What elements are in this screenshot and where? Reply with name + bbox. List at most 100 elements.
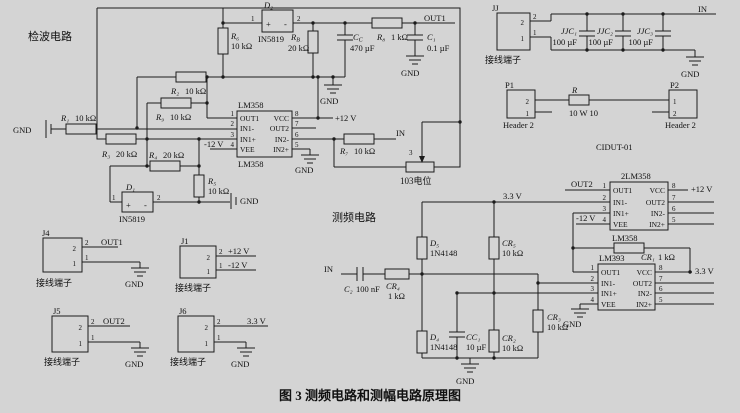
d4-part: 1N4148 (430, 342, 457, 352)
r3-value: 20 kΩ (116, 149, 137, 159)
resistor-r4-body (149, 160, 181, 172)
cr3-ref: CR₃ (547, 312, 561, 322)
section-freq-label: 测频电路 (332, 210, 376, 224)
cr2-ref: CR₂ (502, 333, 516, 343)
wires-freq-circuit (341, 201, 610, 364)
net-minus12: -12 V (576, 213, 596, 223)
d5-part: 1N4148 (430, 248, 457, 258)
resistor-r1-body (65, 123, 97, 135)
jjc2-value: 100 µF (589, 37, 614, 47)
connector-j6-body (177, 315, 215, 353)
jj-name: JJ (492, 3, 499, 13)
labels: 检波电路 测频电路 GND R₁ 10 kΩ R₂ 10 kΩ R₉ 10 kΩ… (13, 0, 715, 403)
j1-pin2-inside: 2 (207, 254, 211, 262)
pot-wiper-pin: 3 (409, 149, 413, 157)
section-detector-label: 检波电路 (28, 29, 72, 43)
lm393-num7: 7 (659, 275, 663, 283)
net-minus12: -12 V (228, 260, 248, 270)
resistor-cr3-body (532, 309, 544, 333)
pot-label: 103电位 (400, 175, 432, 186)
lm393-pin-in2p: IN2+ (636, 300, 652, 309)
2lm358-num8: 8 (672, 182, 676, 190)
resistor-r9-body (160, 97, 192, 109)
2lm358-pin-in1p: IN1+ (613, 209, 629, 218)
r4-value: 20 kΩ (163, 150, 184, 160)
c2-value: 100 nF (356, 284, 380, 294)
r9-value: 10 kΩ (170, 112, 191, 122)
gnd-label: GND (563, 319, 581, 329)
connector-j4-body (42, 237, 83, 273)
lm393-num2: 2 (591, 275, 595, 283)
resistor-r6-body (217, 27, 229, 55)
net-plus12: +12 V (228, 246, 250, 256)
r1-value: 10 kΩ (75, 113, 96, 123)
r7-value: 10 kΩ (354, 146, 375, 156)
j4-pin1-inside: 1 (73, 260, 77, 268)
resistor-rp-body (568, 94, 590, 106)
d2-pin1: 1 (251, 15, 255, 23)
net-in: IN (324, 264, 333, 274)
2lm358-subtitle: LM358 (612, 233, 638, 243)
d2-pin2: 2 (297, 15, 301, 23)
d1-pin2: 2 (157, 194, 161, 202)
cr4-value: 1 kΩ (388, 291, 405, 301)
2lm358-pin-vee: VEE (613, 220, 628, 229)
lm393-pin-in1m: IN1- (601, 279, 616, 288)
p2-pin1: 1 (673, 98, 677, 106)
ground-symbols (45, 55, 704, 373)
lm358-num7: 7 (295, 120, 299, 128)
d4-ref: D₄ (429, 332, 439, 342)
r9-ref: R₉ (155, 112, 164, 122)
potentiometer-body (405, 161, 435, 173)
j5-name: J5 (53, 306, 61, 316)
d2-ref: D₂ (263, 0, 273, 10)
resistor-rb-body (307, 30, 319, 54)
wires-terminal-blocks (82, 246, 268, 348)
resistor-cr1-body (613, 242, 645, 254)
gnd-label: GND (125, 279, 143, 289)
2lm358-num2: 2 (603, 194, 607, 202)
diode-d4-body (416, 330, 428, 354)
net-3v3: 3.3 V (695, 266, 715, 276)
gnd-label: GND (456, 376, 474, 386)
gnd-label: GND (125, 359, 143, 369)
diode-d2-body (261, 9, 294, 33)
lm393-num5: 5 (659, 296, 663, 304)
d1-pin1: 1 (112, 194, 116, 202)
c2-ref: C₂ (344, 284, 353, 294)
r2-ref: R₂ (170, 86, 179, 96)
lm393-num1: 1 (591, 264, 595, 272)
connector-p2-body (668, 89, 698, 119)
connector-p1-body (506, 89, 536, 119)
lm358-num8: 8 (295, 110, 299, 118)
r3-ref: R₃ (101, 149, 110, 159)
2lm358-num5: 5 (672, 216, 676, 224)
d2-plus: + (266, 19, 271, 29)
cr1-ref: CR₁ (641, 252, 655, 262)
jjc1-value: 100 µF (553, 37, 578, 47)
rp-value: 10 W 10 (569, 108, 598, 118)
2lm358-pin-in2p: IN2+ (649, 220, 665, 229)
d1-plus: + (126, 200, 131, 210)
lm393-pin-in1p: IN1+ (601, 289, 617, 298)
j4-pin1-outside: 1 (85, 254, 89, 262)
j6-name: J6 (179, 306, 187, 316)
rb-ref: RB (290, 32, 300, 44)
lm393-num6: 6 (659, 285, 663, 293)
r6-value: 10 kΩ (231, 41, 252, 51)
lm358-title: LM358 (238, 100, 264, 110)
lm393-pin-out1: OUT1 (601, 268, 620, 277)
gnd-label: GND (240, 196, 258, 206)
p1-pin2: 2 (526, 98, 530, 106)
lm358-num3: 3 (231, 131, 235, 139)
d1-ref: D₁ (125, 182, 135, 192)
lm358-pin-out1: OUT1 (240, 114, 259, 123)
lm393-num8: 8 (659, 264, 663, 272)
net-out2: OUT2 (571, 179, 593, 189)
2lm358-num6: 6 (672, 205, 676, 213)
2lm358-num3: 3 (603, 205, 607, 213)
j5-pin1-outside: 1 (91, 334, 95, 342)
lm393-pin-vcc: VCC (637, 268, 652, 277)
ic-lm393-body (597, 263, 656, 311)
